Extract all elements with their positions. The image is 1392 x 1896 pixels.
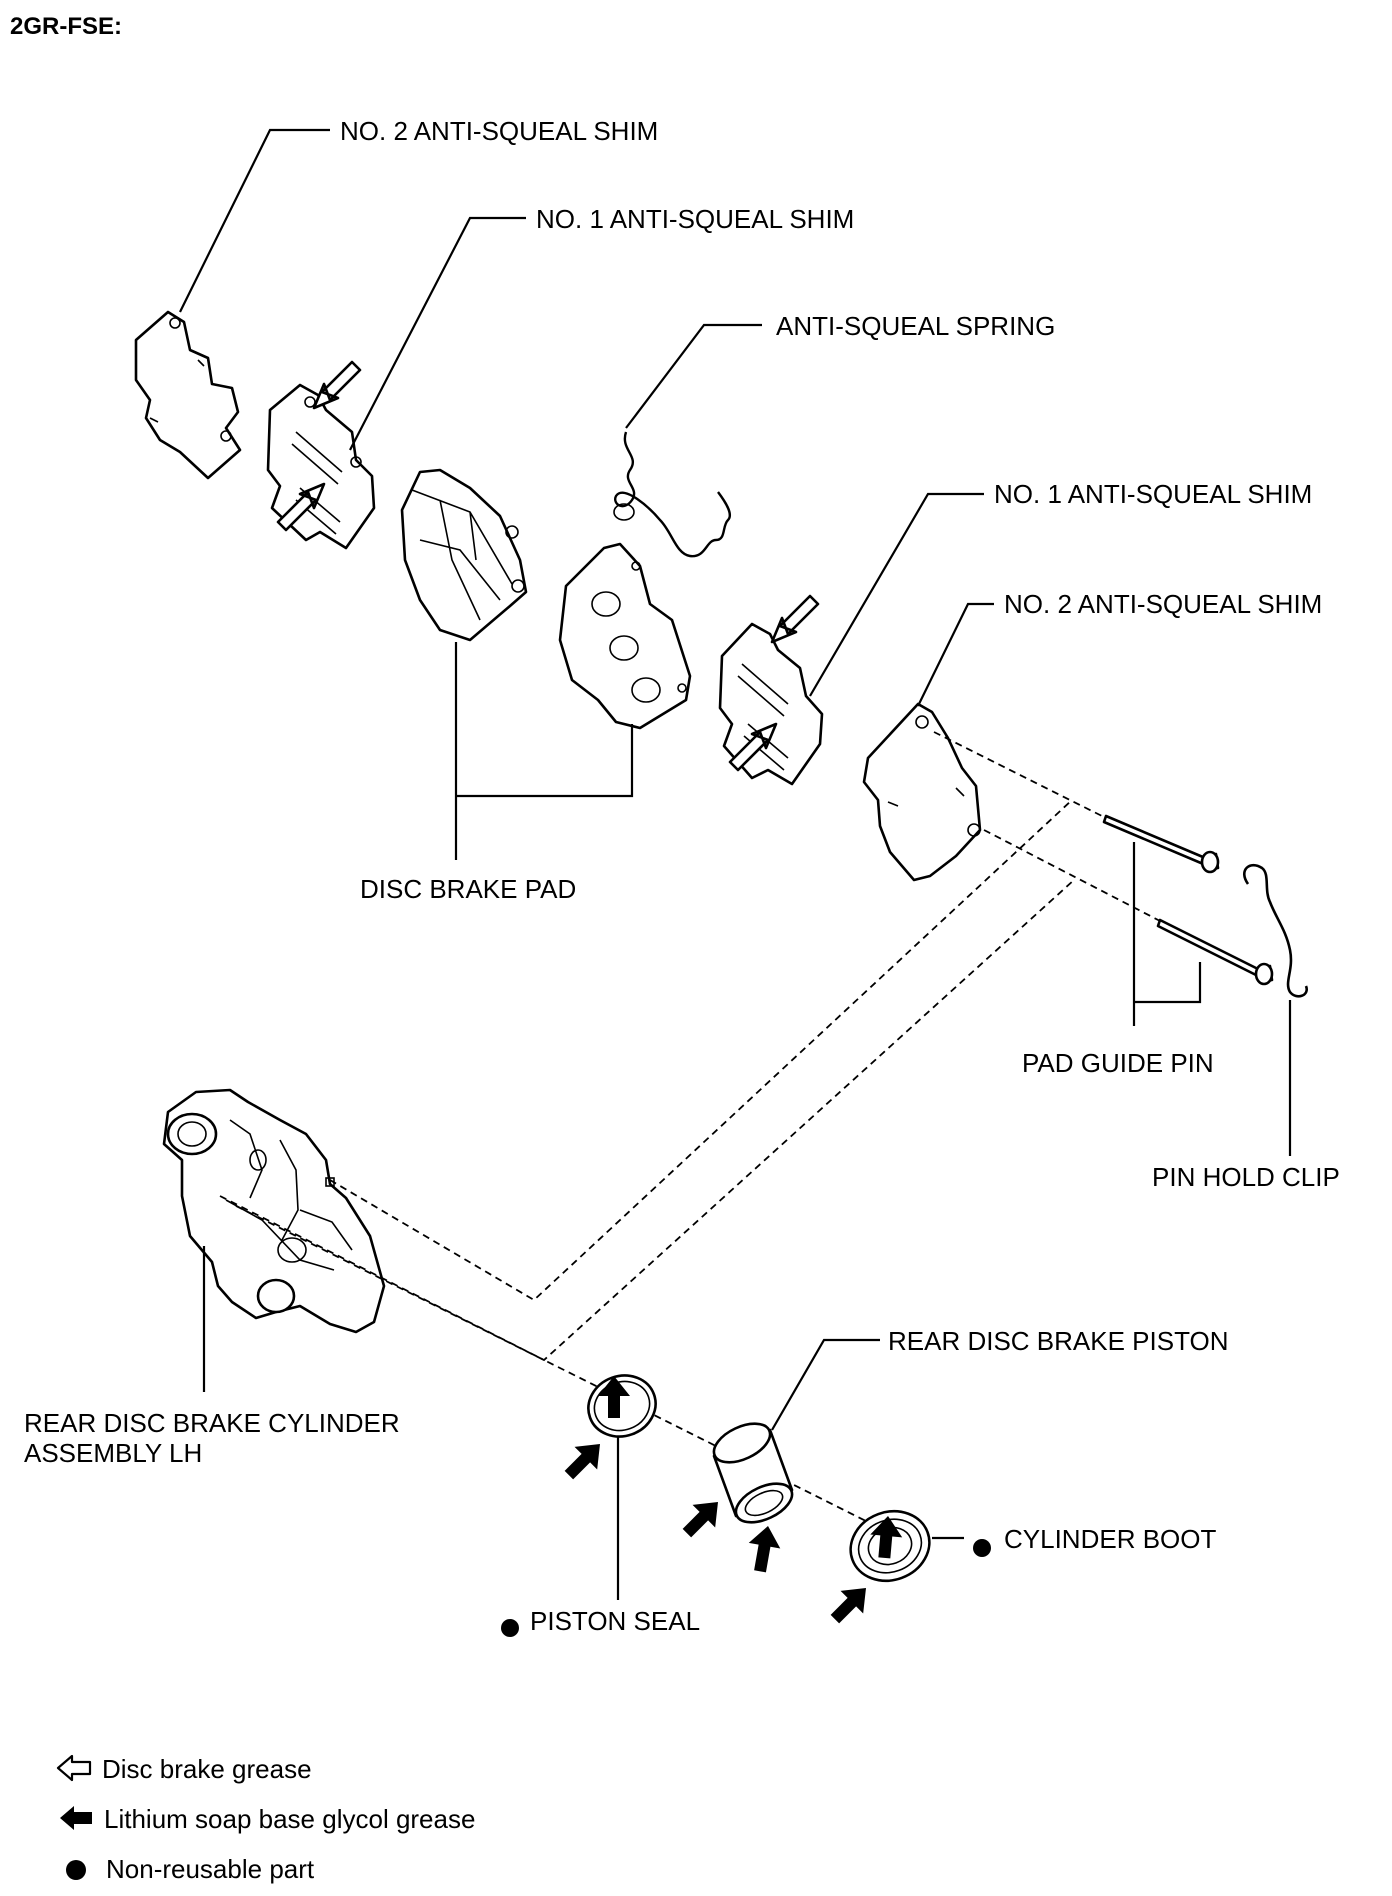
label-cylinder-boot: CYLINDER BOOT [1004,1524,1216,1554]
solid-grease-arrow-icon [564,1444,600,1480]
leader-lines [179,128,1292,1600]
pad-guide-pin-lower [1156,918,1274,986]
solid-grease-arrow-icon [870,1516,903,1559]
label-cylinder-assembly-line1: REAR DISC BRAKE CYLINDER [24,1408,400,1438]
piston-seal [587,1374,657,1438]
label-anti-squeal-spring: ANTI-SQUEAL SPRING [776,311,1055,341]
label-pad-guide-pin: PAD GUIDE PIN [1022,1048,1214,1078]
solid-grease-arrow-icon [598,1376,630,1418]
label-disc-brake-pad: DISC BRAKE PAD [360,874,576,904]
label-rear-disc-brake-piston: REAR DISC BRAKE PISTON [888,1326,1229,1356]
legend-item-text: Lithium soap base glycol grease [104,1804,475,1834]
solid-grease-arrow-icon [748,1526,781,1573]
label-cylinder-assembly-line2: ASSEMBLY LH [24,1438,202,1468]
label-no1-anti-squeal-shim-right: NO. 1 ANTI-SQUEAL SHIM [994,479,1312,509]
anti-squeal-spring [613,431,732,558]
hollow-grease-arrow-icon [728,722,778,772]
no2-anti-squeal-shim-left [134,310,242,480]
no2-anti-squeal-shim-right [862,702,982,882]
label-piston-seal: PISTON SEAL [530,1606,700,1636]
solid-grease-arrow-icon [830,1588,866,1624]
label-no2-anti-squeal-shim-top: NO. 2 ANTI-SQUEAL SHIM [340,116,658,146]
hollow-grease-arrow-icon [770,594,820,644]
hollow-grease-arrow-icon [312,360,362,410]
disc-brake-pad-left [400,468,528,642]
pad-guide-pin-upper [1102,814,1220,874]
rear-disc-brake-cylinder-assembly [162,1088,386,1334]
engine-code-header: 2GR-FSE: [10,13,122,40]
filled-circle-icon [66,1860,86,1880]
hollow-grease-arrow-icon [276,482,326,532]
solid-grease-arrow-icon [682,1502,718,1538]
label-pin-hold-clip: PIN HOLD CLIP [1152,1162,1340,1192]
legend-item-text: Disc brake grease [102,1754,312,1784]
legend: Disc brake grease Lithium soap base glyc… [56,1754,475,1884]
label-no2-anti-squeal-shim-right: NO. 2 ANTI-SQUEAL SHIM [1004,589,1322,619]
non-reusable-mark-icon [501,1619,519,1637]
non-reusable-mark-icon [973,1539,991,1557]
disc-brake-pad-right [558,542,692,730]
rear-disc-brake-piston [712,1422,794,1524]
hollow-arrow-icon [56,1754,92,1782]
solid-arrow-icon [60,1806,92,1830]
pin-hold-clip [1242,863,1308,998]
label-no1-anti-squeal-shim-top: NO. 1 ANTI-SQUEAL SHIM [536,204,854,234]
legend-item-text: Non-reusable part [106,1854,315,1884]
